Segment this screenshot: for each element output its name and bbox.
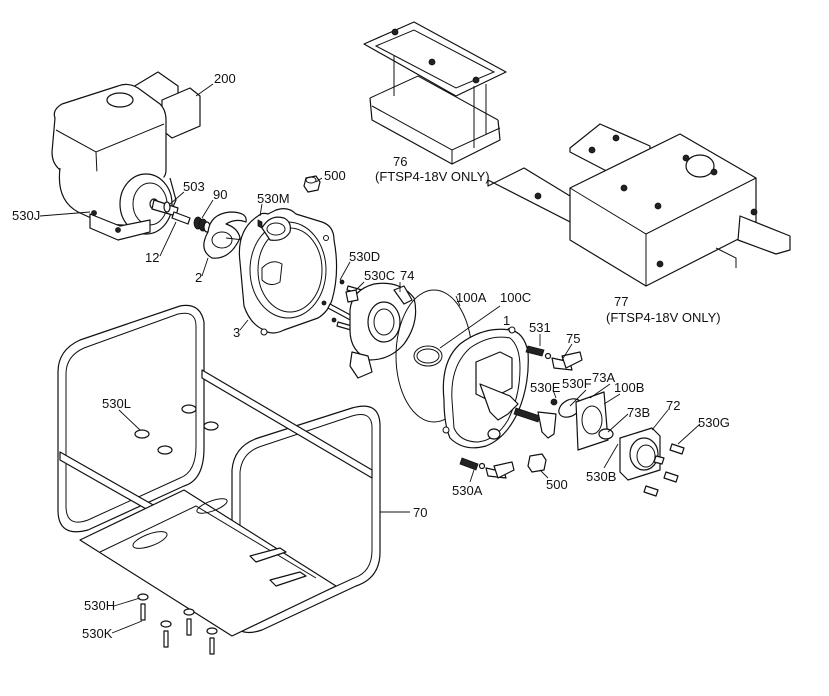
label-76: 76 (393, 154, 407, 169)
label-530j: 530J (12, 208, 40, 223)
label-530c: 530C (364, 268, 395, 283)
label-530a: 530A (452, 483, 483, 498)
label-77: 77 (614, 294, 628, 309)
label-76-note: (FTSP4-18V ONLY) (375, 169, 490, 184)
impeller-2 (203, 211, 247, 259)
label-100c: 100C (500, 290, 531, 305)
tube-frame-70 (57, 304, 381, 637)
label-75: 75 (566, 331, 580, 346)
label-531: 531 (529, 320, 551, 335)
label-100a: 100A (456, 290, 487, 305)
label-530g: 530G (698, 415, 730, 430)
label-200: 200 (214, 71, 236, 86)
bracket-76 (363, 21, 507, 165)
bolts-530h-530k (137, 593, 218, 655)
base-frame-77 (487, 123, 791, 287)
drain-plug-assemblies (459, 345, 583, 479)
leader-lines (39, 83, 701, 634)
label-530l: 530L (102, 396, 131, 411)
label-530k: 530K (82, 626, 113, 641)
oring-100c (413, 345, 443, 367)
label-500-upper: 500 (324, 168, 346, 183)
label-73b: 73B (627, 405, 650, 420)
cover-1 (442, 326, 529, 449)
label-530f: 530F (562, 376, 592, 391)
label-12: 12 (145, 250, 159, 265)
label-530m: 530M (257, 191, 290, 206)
engine-200 (51, 71, 201, 241)
pump-body-3 (238, 208, 338, 336)
label-530b: 530B (586, 469, 616, 484)
spring-90 (193, 216, 211, 233)
label-90: 90 (213, 187, 227, 202)
label-3: 3 (233, 325, 240, 340)
bolts-530g (643, 443, 685, 497)
label-77-note: (FTSP4-18V ONLY) (606, 310, 721, 325)
label-500-lower: 500 (546, 477, 568, 492)
label-530d: 530D (349, 249, 380, 264)
shaft-parts (163, 201, 211, 233)
valve-parts (558, 391, 665, 481)
label-73a: 73A (592, 370, 615, 385)
label-74: 74 (400, 268, 414, 283)
label-100b: 100B (614, 380, 644, 395)
label-72: 72 (666, 398, 680, 413)
cap-500-upper (303, 175, 321, 193)
seal-plate-74 (345, 282, 417, 379)
label-70: 70 (413, 505, 427, 520)
label-530h: 530H (84, 598, 115, 613)
cap-500-lower (527, 453, 547, 473)
label-1: 1 (503, 313, 510, 328)
label-503: 503 (183, 179, 205, 194)
label-530e: 530E (530, 380, 561, 395)
label-2: 2 (195, 270, 202, 285)
part-labels: 200 503 90 530J 12 2 530M 500 76 (FTSP4-… (12, 71, 730, 641)
